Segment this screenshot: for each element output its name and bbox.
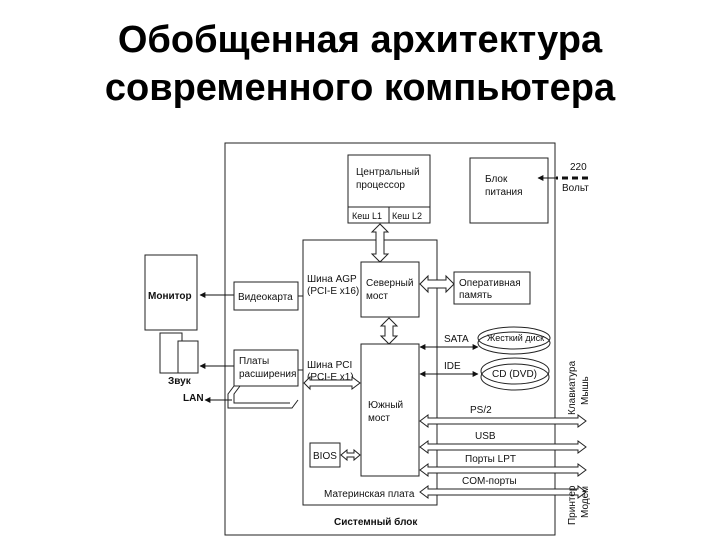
- cpu-box: [347, 154, 431, 224]
- hdd-label: Жесткий диск: [487, 333, 544, 343]
- expansion-label-2: расширения: [239, 369, 296, 380]
- north-bridge-label-2: мост: [366, 291, 388, 302]
- cd-label: CD (DVD): [492, 369, 537, 380]
- mouse-label: Мышь: [580, 376, 591, 405]
- agp-label-2: (PCI-E x16): [307, 286, 359, 297]
- monitor-label: Монитор: [148, 291, 192, 302]
- south-bridge-label-1: Южный: [368, 400, 403, 411]
- expansion-box: [233, 349, 299, 387]
- cache-l1-label: Кеш L1: [352, 211, 382, 221]
- cpu-north-arrow: [370, 223, 390, 263]
- videocard-label: Видеокарта: [238, 292, 293, 303]
- com-label: COM-порты: [462, 476, 517, 487]
- agp-label-1: Шина AGP: [307, 274, 357, 285]
- system-unit-box: [224, 142, 556, 536]
- north-south-arrow: [379, 317, 399, 345]
- lpt-arrow: [419, 463, 587, 477]
- videocard-box: [233, 281, 299, 311]
- keyboard-label: Клавиатура: [567, 360, 578, 415]
- voltage-label-2: Вольт: [562, 183, 589, 194]
- pci-label-1: Шина PCI: [307, 360, 352, 371]
- north-bridge-label-1: Северный: [366, 278, 413, 289]
- pci-arrow: [303, 375, 361, 391]
- printer-label: Принтер: [567, 485, 578, 525]
- bios-box: [309, 442, 341, 468]
- page-title: Обобщенная архитектура современного комп…: [104, 19, 616, 109]
- cpu-label-2: процессор: [356, 180, 405, 191]
- power-label-1: Блок: [485, 174, 508, 185]
- power-box: [469, 157, 549, 224]
- ram-box: [453, 271, 531, 305]
- south-bridge-box: [360, 343, 420, 477]
- modem-label: Модем: [580, 486, 591, 518]
- voltage-label-1: 220: [570, 162, 587, 173]
- ps2-arrow: [419, 414, 587, 428]
- cache-l2-label: Кеш L2: [392, 211, 422, 221]
- sound-label: Звук: [168, 376, 192, 387]
- sata-label: SATA: [444, 334, 469, 345]
- cd-disk: [480, 357, 550, 385]
- com-arrow: [419, 485, 587, 499]
- ram-label-1: Оперативная: [459, 278, 521, 289]
- motherboard-label: Материнская плата: [324, 489, 415, 500]
- lan-label: LAN: [183, 393, 204, 404]
- ps2-label: PS/2: [470, 405, 492, 416]
- ram-label-2: память: [459, 290, 492, 301]
- expansion-label-1: Платы: [239, 356, 269, 367]
- bios-label: BIOS: [313, 451, 337, 462]
- usb-label: USB: [475, 431, 496, 442]
- pci-label-2: (PCI-E x1): [307, 372, 354, 383]
- ide-label: IDE: [444, 361, 461, 372]
- cpu-label-1: Центральный: [356, 167, 420, 178]
- monitor-box: [144, 254, 198, 331]
- usb-arrow: [419, 440, 587, 454]
- lpt-label: Порты LPT: [465, 454, 516, 465]
- north-bridge-box: [360, 261, 420, 318]
- hdd-disk: [477, 326, 551, 350]
- system-unit-label: Системный блок: [334, 516, 418, 528]
- south-bridge-label-2: мост: [368, 413, 390, 424]
- power-label-2: питания: [485, 187, 523, 198]
